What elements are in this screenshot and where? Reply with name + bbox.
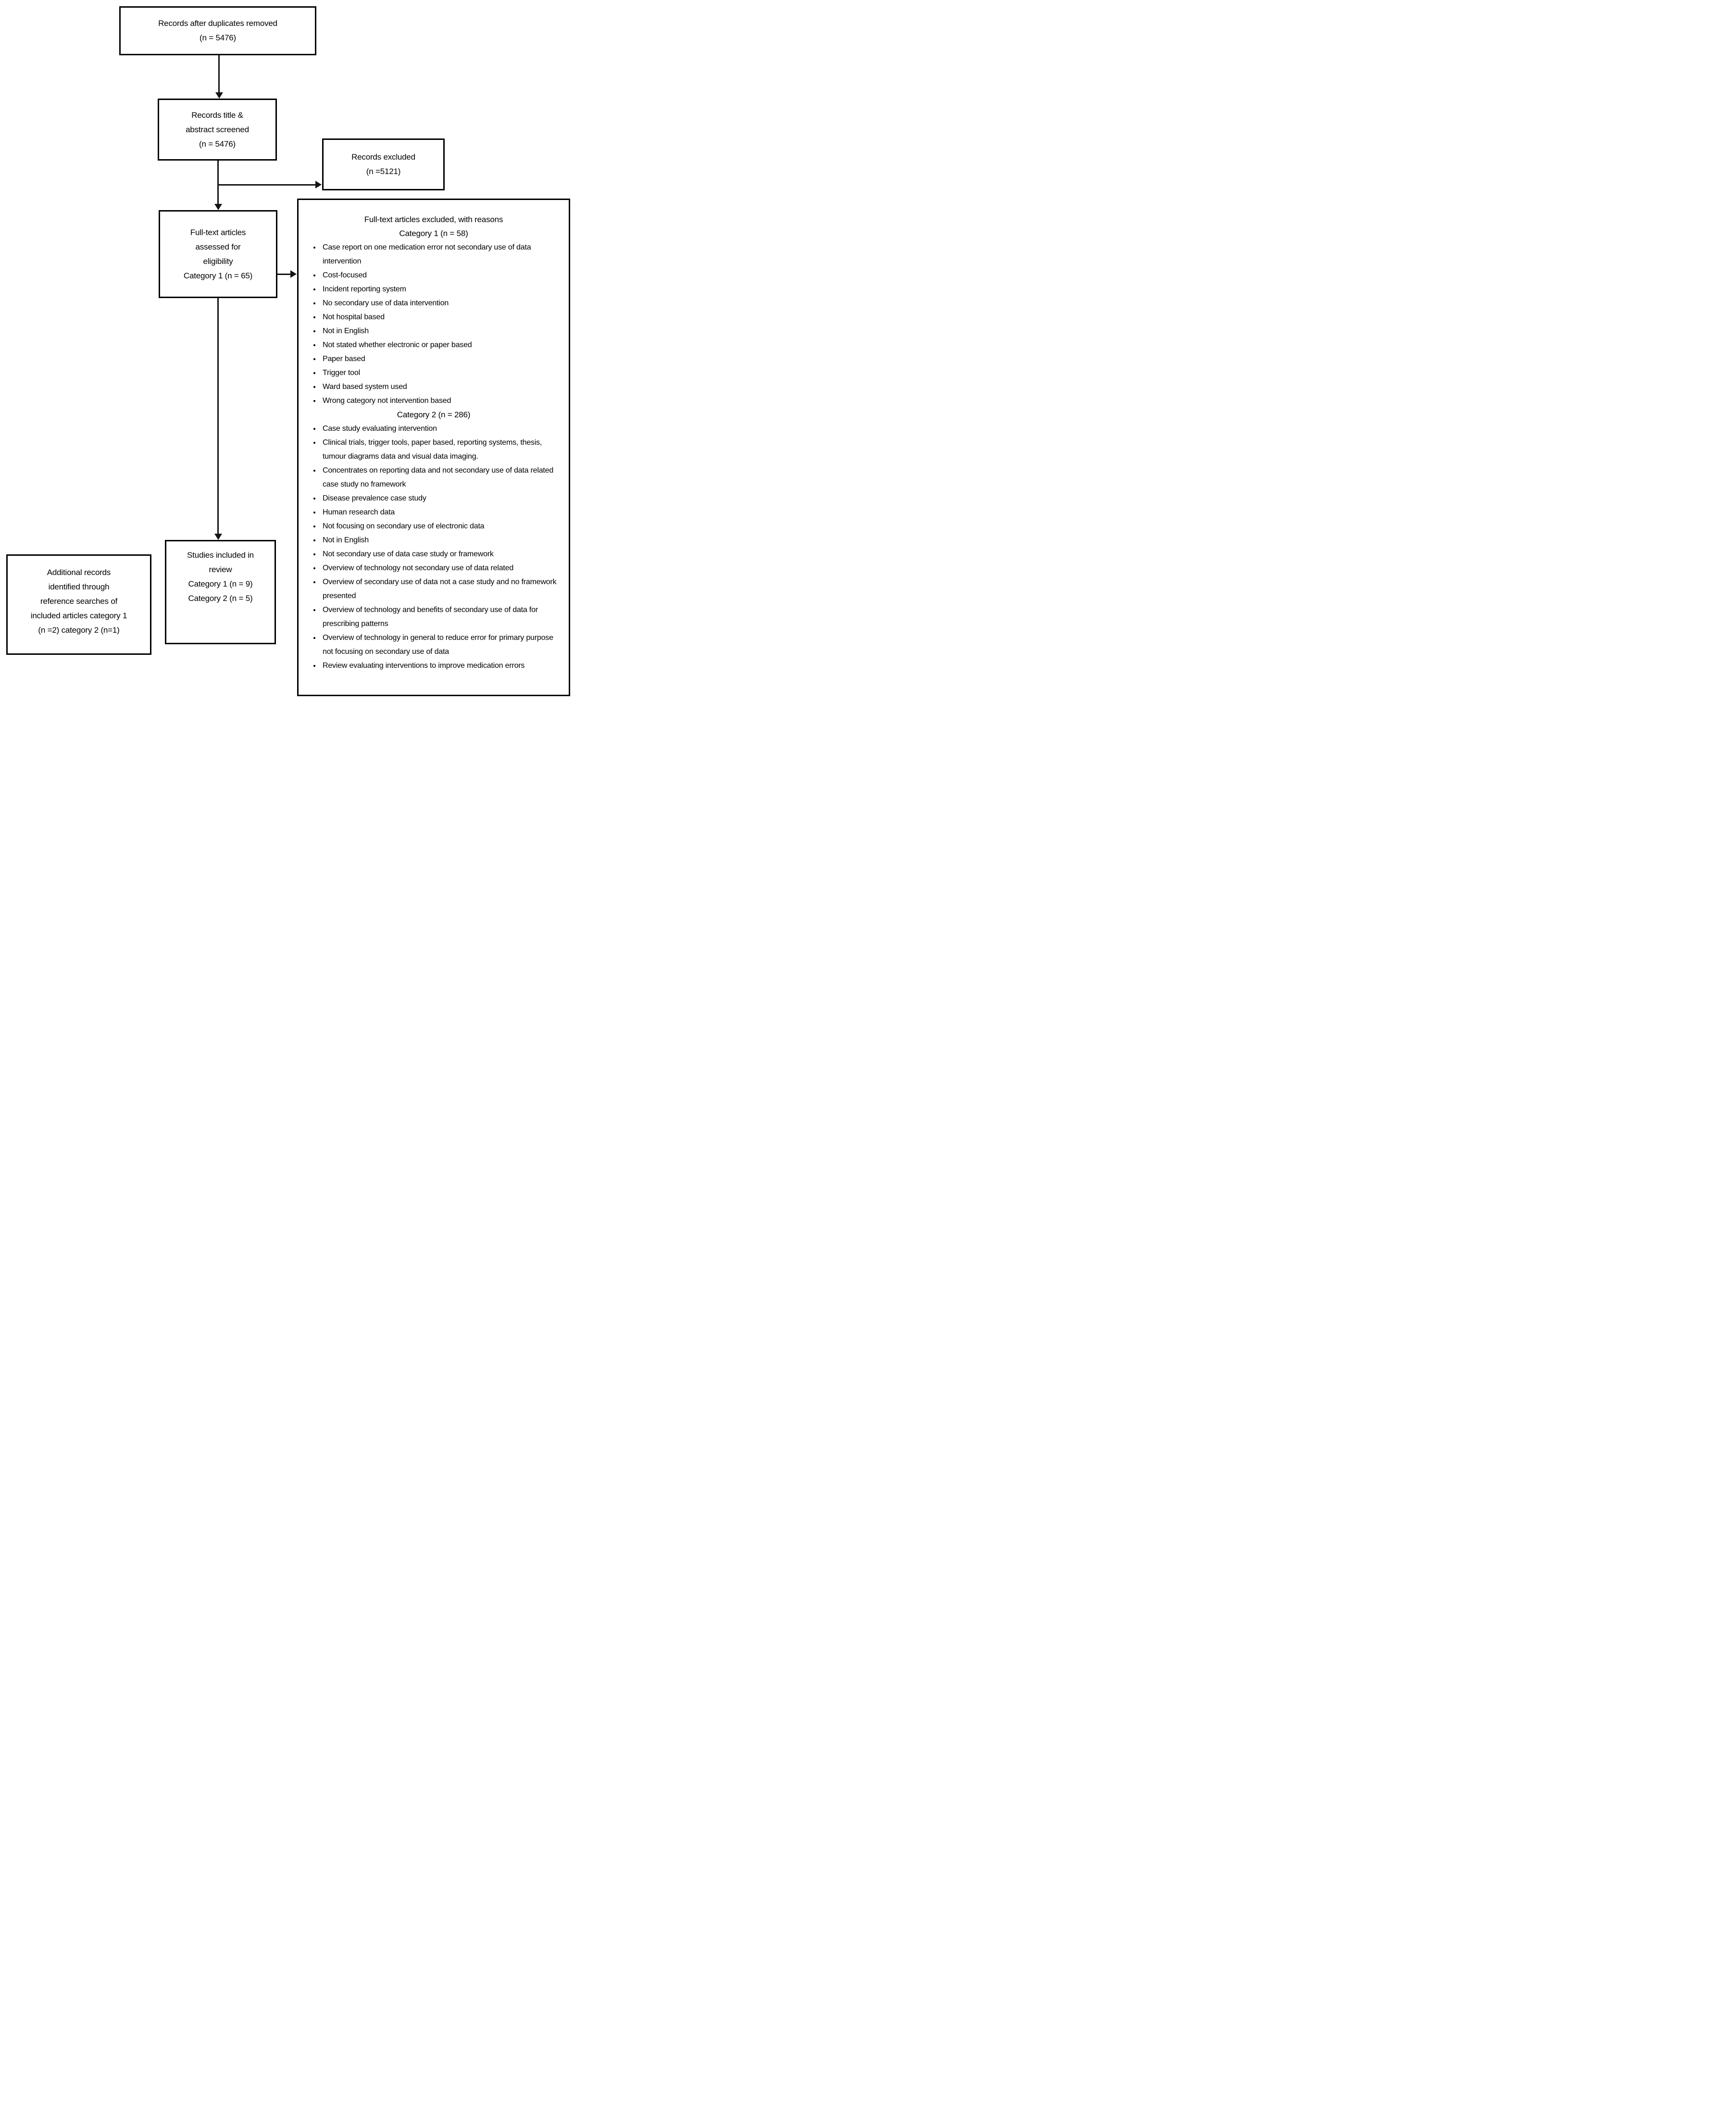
box-text-line: Records after duplicates removed <box>158 19 277 28</box>
reasons-title: Full-text articles excluded, with reason… <box>364 215 503 224</box>
studies-included-box: Studies included in review Category 1 (n… <box>165 540 276 644</box>
box-text-line: reference searches of <box>40 597 118 606</box>
box-count: (n = 5476) <box>199 139 236 149</box>
reason-item: Paper based <box>321 352 562 366</box>
arrow-head-down-icon <box>215 92 223 99</box>
reason-item: Concentrates on reporting data and not s… <box>321 463 562 491</box>
reason-item: Not hospital based <box>321 310 562 324</box>
connector-fulltext-to-included <box>217 298 219 535</box>
box-text-line: Studies included in <box>187 551 254 560</box>
reason-item: Wrong category not intervention based <box>321 394 562 408</box>
connector-screened-to-fulltext <box>217 161 219 204</box>
box-count: (n = 5476) <box>200 33 236 42</box>
reason-item: Cost-focused <box>321 268 562 282</box>
box-text-line: assessed for <box>195 242 241 251</box>
category2-header: Category 2 (n = 286) <box>397 410 471 419</box>
prisma-flow-diagram: Records after duplicates removed (n = 54… <box>0 0 579 709</box>
records-screened-box: Records title & abstract screened (n = 5… <box>158 99 277 161</box>
reason-item: Not focusing on secondary use of electro… <box>321 519 562 533</box>
connector-screened-to-excluded <box>217 184 315 186</box>
box-text-line: identified through <box>48 582 110 591</box>
box-count: (n =5121) <box>366 167 401 176</box>
reason-item: Overview of secondary use of data not a … <box>321 575 562 603</box>
reason-item: Ward based system used <box>321 380 562 394</box>
reason-item: Case report on one medication error not … <box>321 240 562 268</box>
reason-item: Overview of technology not secondary use… <box>321 561 562 575</box>
reason-item: Not in English <box>321 533 562 547</box>
reason-item: Trigger tool <box>321 366 562 380</box>
box-text-line: Full-text articles <box>190 227 246 237</box>
category1-header: Category 1 (n = 58) <box>399 229 468 238</box>
box-count: (n =2) category 2 (n=1) <box>38 626 120 635</box>
box-count: Category 1 (n = 65) <box>183 271 253 280</box>
reason-item: No secondary use of data intervention <box>321 296 562 310</box>
reason-item: Not secondary use of data case study or … <box>321 547 562 561</box>
reason-item: Disease prevalence case study <box>321 491 562 505</box>
box-count: Category 1 (n = 9) <box>188 579 253 588</box>
reason-item: Not stated whether electronic or paper b… <box>321 338 562 352</box>
exclusion-reasons-box: Full-text articles excluded, with reason… <box>297 199 570 696</box>
category1-reason-list: Case report on one medication error not … <box>299 240 569 408</box>
reason-item: Not in English <box>321 324 562 338</box>
reason-item: Review evaluating interventions to impro… <box>321 659 562 673</box>
arrow-head-right-icon <box>290 270 297 278</box>
box-text-line: included articles category 1 <box>30 611 127 620</box>
box-count: Category 2 (n = 5) <box>188 594 253 603</box>
box-text-line: Additional records <box>47 568 111 577</box>
box-text-line: abstract screened <box>186 125 249 134</box>
arrow-head-down-icon <box>214 534 222 540</box>
category2-reason-list: Case study evaluating interventionClinic… <box>299 422 569 673</box>
reason-item: Incident reporting system <box>321 282 562 296</box>
arrow-head-down-icon <box>214 204 222 210</box>
connector-duplicates-to-screened <box>218 55 220 93</box>
reason-item: Clinical trials, trigger tools, paper ba… <box>321 436 562 463</box>
reason-item: Overview of technology in general to red… <box>321 631 562 659</box>
reason-item: Case study evaluating intervention <box>321 422 562 436</box>
reason-item: Human research data <box>321 505 562 519</box>
box-text-line: Records title & <box>191 110 243 120</box>
box-text-line: review <box>209 565 232 574</box>
additional-records-box: Additional records identified through re… <box>6 554 151 655</box>
connector-fulltext-to-reasons <box>277 274 291 275</box>
records-excluded-box: Records excluded (n =5121) <box>322 138 445 190</box>
arrow-head-right-icon <box>315 181 322 188</box>
full-text-assessed-box: Full-text articles assessed for eligibil… <box>159 210 277 298</box>
reason-item: Overview of technology and benefits of s… <box>321 603 562 631</box>
box-text-line: Records excluded <box>351 152 415 162</box>
records-after-duplicates-box: Records after duplicates removed (n = 54… <box>119 6 316 55</box>
box-text-line: eligibility <box>203 256 233 266</box>
